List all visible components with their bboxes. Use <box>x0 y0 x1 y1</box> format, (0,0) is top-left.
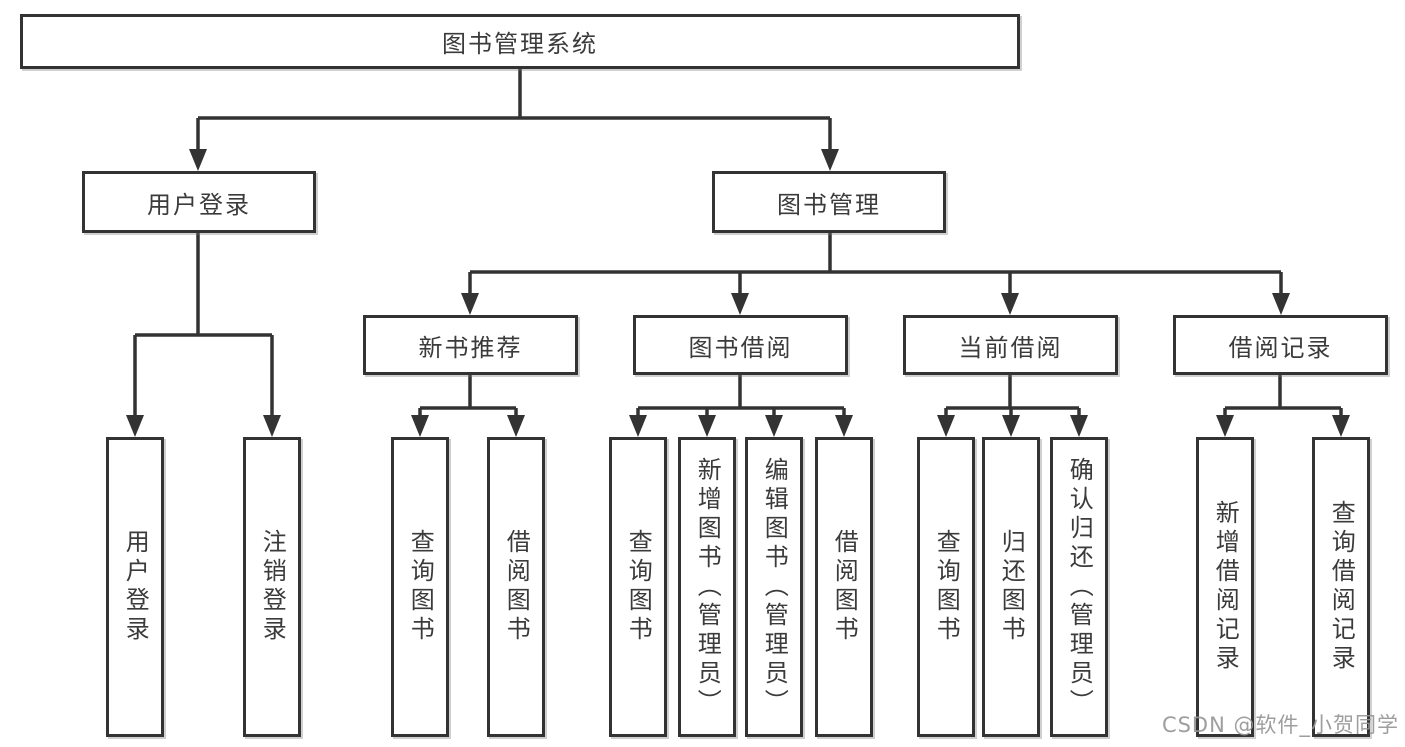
node-return-books: 归还图书 <box>982 437 1040 737</box>
node-book-borrow-label: 图书借阅 <box>688 333 793 362</box>
node-new-book-recommend: 新书推荐 <box>363 315 578 375</box>
node-borrow-borrow-books-label: 借阅图书 <box>830 529 859 645</box>
node-root-label: 图书管理系统 <box>442 30 598 58</box>
csdn-watermark: CSDN @软件_小贺同学 <box>1161 713 1399 737</box>
node-borrow-records: 借阅记录 <box>1173 315 1388 375</box>
node-borrow-borrow-books: 借阅图书 <box>815 437 873 737</box>
node-book-borrow: 图书借阅 <box>633 315 848 375</box>
node-add-books-admin: 新增图书（管理员） <box>678 437 736 737</box>
node-add-borrow-record-label: 新增借阅记录 <box>1211 500 1240 674</box>
node-confirm-return-admin-label: 确认归还（管理员） <box>1065 456 1094 718</box>
node-recommend-borrow-books-label: 借阅图书 <box>502 529 531 645</box>
node-recommend-borrow-books: 借阅图书 <box>487 437 545 737</box>
node-query-borrow-record-label: 查询借阅记录 <box>1327 500 1356 674</box>
node-edit-books-admin-label: 编辑图书（管理员） <box>760 456 789 718</box>
node-current-query-books: 查询图书 <box>917 437 975 737</box>
node-user-login-leaf-label: 用户登录 <box>121 529 150 645</box>
node-add-books-admin-label: 新增图书（管理员） <box>693 456 722 718</box>
node-query-borrow-record: 查询借阅记录 <box>1312 437 1370 737</box>
node-book-management: 图书管理 <box>712 171 946 233</box>
node-book-management-label: 图书管理 <box>777 190 881 219</box>
node-confirm-return-admin: 确认归还（管理员） <box>1050 437 1108 737</box>
node-user-login-leaf: 用户登录 <box>106 437 164 737</box>
node-edit-books-admin: 编辑图书（管理员） <box>745 437 803 737</box>
node-borrow-query-books: 查询图书 <box>609 437 667 737</box>
node-new-book-recommend-label: 新书推荐 <box>418 333 523 362</box>
node-borrow-records-label: 借阅记录 <box>1228 333 1333 362</box>
node-current-borrow-label: 当前借阅 <box>958 333 1063 362</box>
node-user-login-label: 用户登录 <box>147 190 251 219</box>
node-add-borrow-record: 新增借阅记录 <box>1196 437 1254 737</box>
node-current-query-books-label: 查询图书 <box>932 529 961 645</box>
node-user-login: 用户登录 <box>82 171 316 233</box>
node-current-borrow: 当前借阅 <box>903 315 1118 375</box>
node-logout-label: 注销登录 <box>258 529 287 645</box>
node-borrow-query-books-label: 查询图书 <box>624 529 653 645</box>
node-recommend-query-books: 查询图书 <box>391 437 449 737</box>
node-return-books-label: 归还图书 <box>997 529 1026 645</box>
node-recommend-query-books-label: 查询图书 <box>406 529 435 645</box>
node-root: 图书管理系统 <box>20 14 1020 69</box>
node-logout: 注销登录 <box>243 437 301 737</box>
